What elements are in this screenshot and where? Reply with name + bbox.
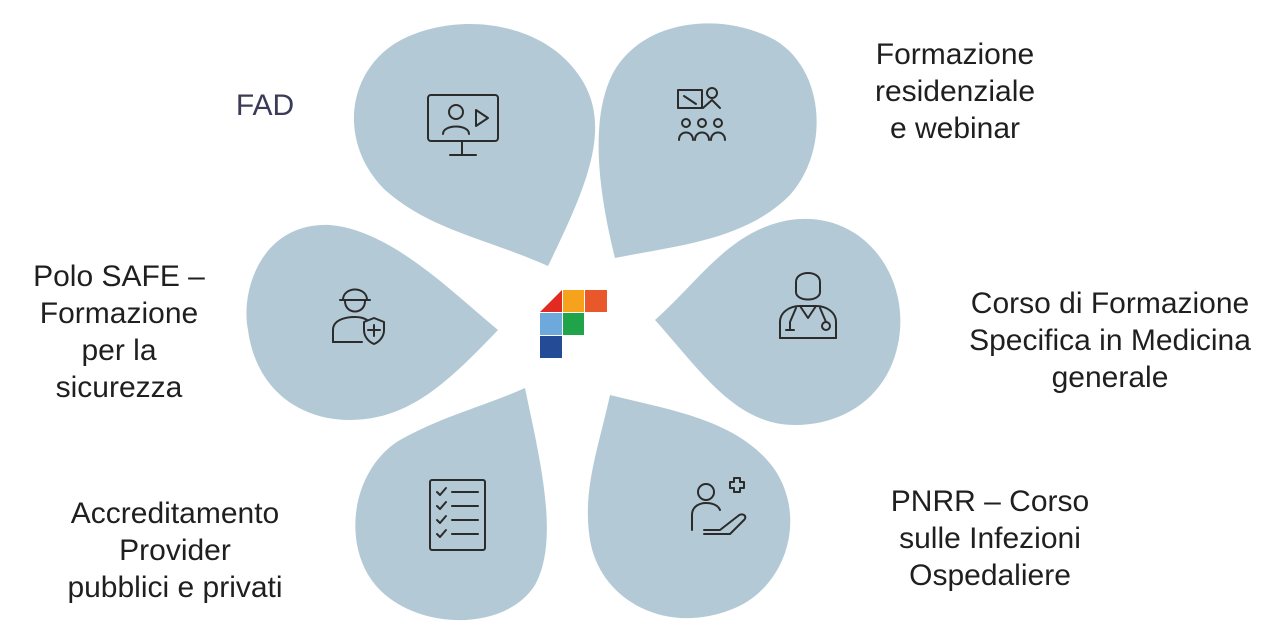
label-line: Specifica in Medicina bbox=[969, 324, 1251, 357]
label-line: e webinar bbox=[889, 112, 1021, 145]
label-line: Accreditamento bbox=[70, 497, 280, 530]
petal-safe bbox=[246, 224, 498, 420]
label-line: sulle Infezioni bbox=[899, 522, 1081, 555]
label-line: Provider bbox=[119, 534, 231, 567]
label-pnrr: PNRR – Corso sulle Infezioni Ospedaliere bbox=[840, 483, 1140, 594]
label-line: generale bbox=[1051, 361, 1169, 394]
label-line: FAD bbox=[235, 89, 295, 122]
petal-residenziale bbox=[598, 23, 817, 258]
label-line: Ospedaliere bbox=[909, 559, 1071, 592]
petal-pnrr bbox=[587, 395, 791, 619]
presentation-audience-icon bbox=[677, 87, 726, 141]
label-line: Formazione bbox=[39, 297, 199, 330]
label-line: per la bbox=[81, 334, 157, 367]
label-line: Formazione bbox=[875, 38, 1035, 71]
label-line: residenziale bbox=[874, 75, 1036, 108]
petal-medicina bbox=[655, 218, 901, 425]
label-line: pubblici e privati bbox=[67, 571, 283, 604]
person-care-icon bbox=[691, 477, 747, 535]
label-line: PNRR – Corso bbox=[890, 485, 1090, 518]
petal-fad bbox=[353, 24, 596, 266]
petal-accreditamento bbox=[355, 388, 547, 621]
label-line: Corso di Formazione bbox=[970, 287, 1250, 320]
label-fad: FAD bbox=[215, 87, 315, 124]
label-accreditamento: Accreditamento Provider pubblici e priva… bbox=[30, 495, 320, 606]
video-lesson-icon bbox=[427, 94, 499, 156]
checklist-icon bbox=[429, 479, 486, 551]
label-polo-safe: Polo SAFE – Formazione per la sicurezza bbox=[4, 258, 234, 406]
label-line: Polo SAFE – bbox=[33, 260, 205, 293]
worker-shield-icon bbox=[332, 288, 385, 345]
doctor-stethoscope-icon bbox=[779, 272, 837, 339]
brand-logo-icon bbox=[540, 290, 607, 358]
label-medicina-generale: Corso di Formazione Specifica in Medicin… bbox=[940, 285, 1280, 396]
label-formazione-residenziale: Formazione residenziale e webinar bbox=[840, 36, 1070, 147]
label-line: sicurezza bbox=[55, 371, 183, 404]
